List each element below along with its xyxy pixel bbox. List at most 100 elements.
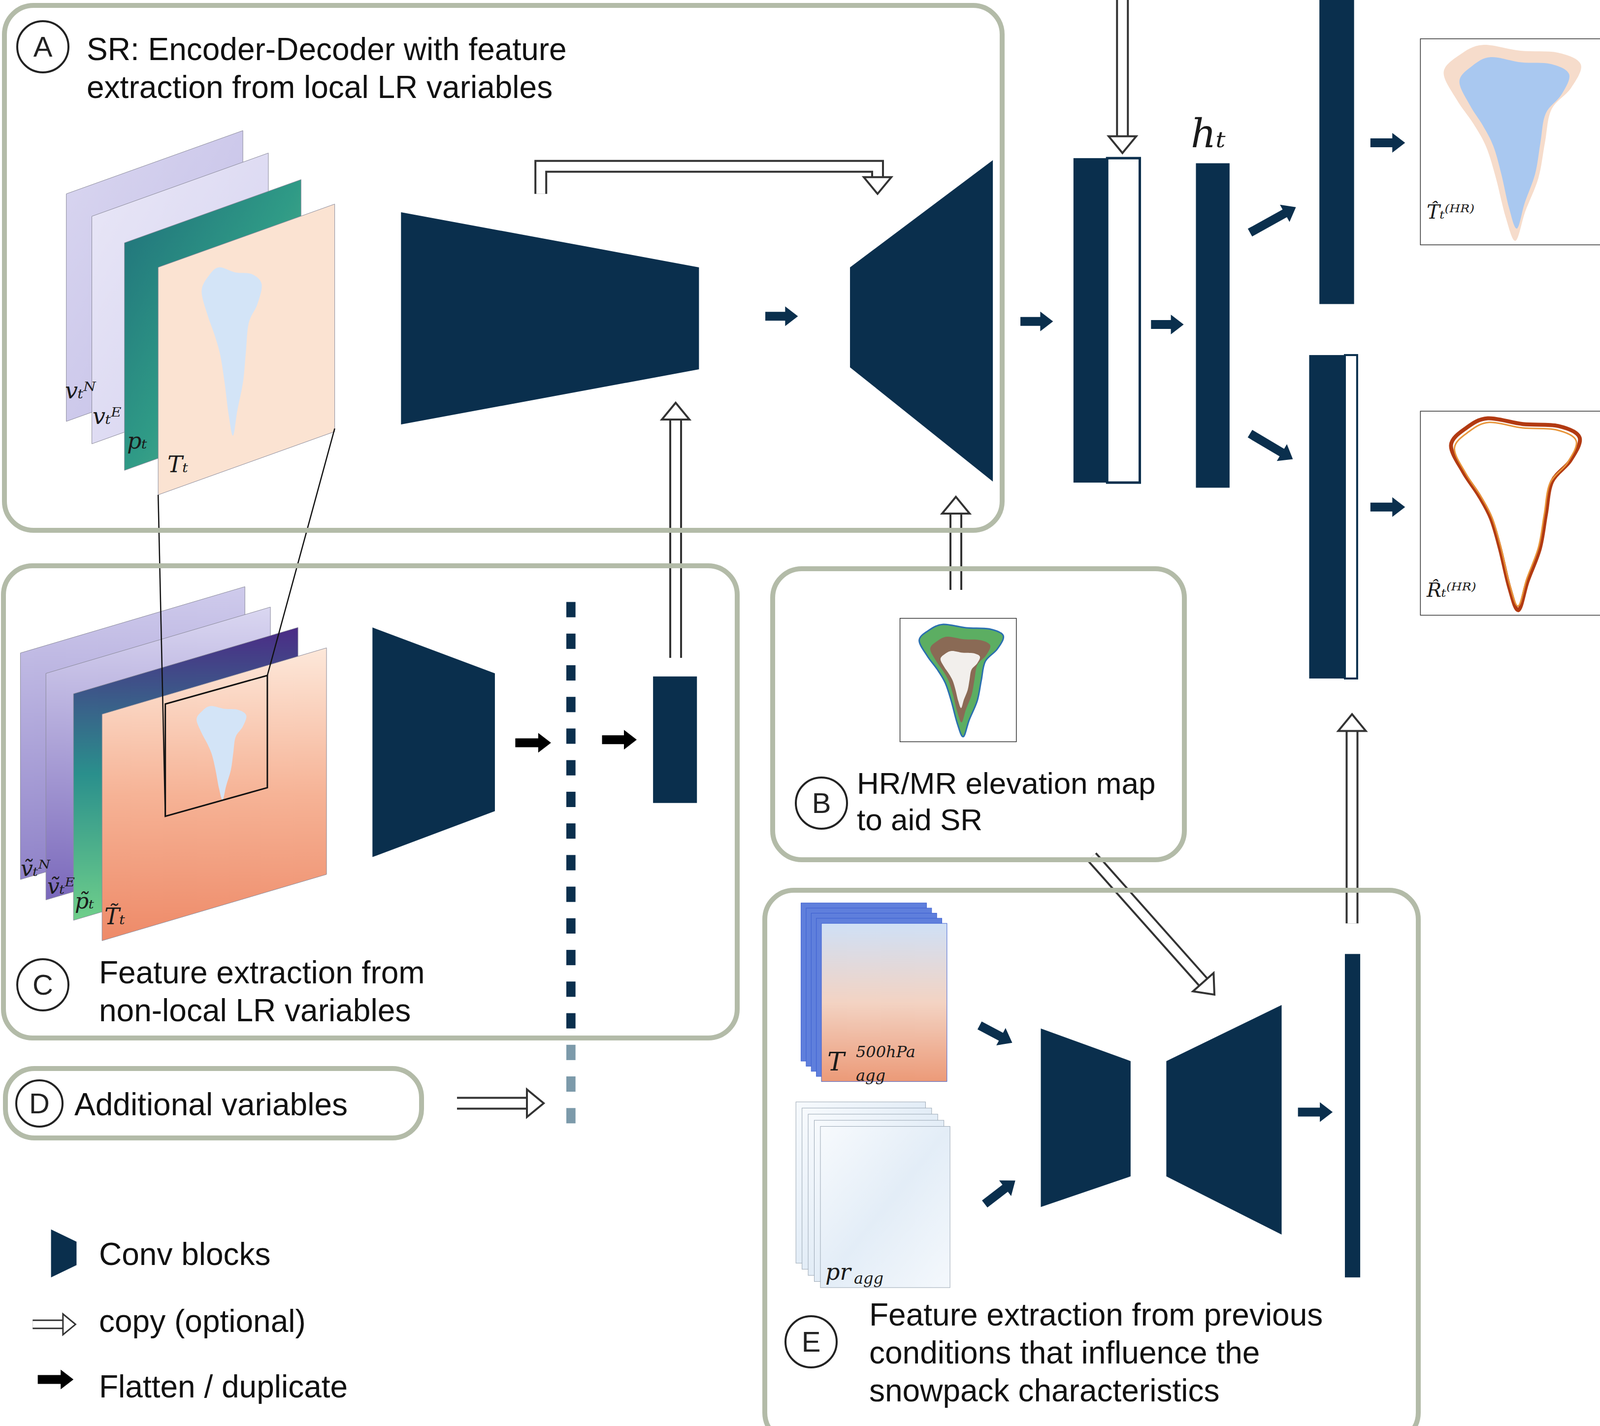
panel-heading: Feature extraction from non-local LR var… <box>98 953 493 1030</box>
elevation-map-frame <box>900 618 1017 743</box>
crop-window <box>165 675 268 817</box>
legend-text: Flatten / duplicate <box>98 1369 348 1405</box>
arrow-head <box>1108 136 1137 154</box>
variable-label: 500hPa <box>855 1044 916 1060</box>
elevation-summit <box>940 651 980 709</box>
copy-symbol <box>32 1314 76 1336</box>
greenland-shape <box>201 267 262 436</box>
flatten-arrow <box>1298 1102 1333 1123</box>
variable-label: agg <box>853 1270 884 1287</box>
variable-label: agg <box>855 1067 886 1084</box>
flatten-arrow <box>1150 314 1184 335</box>
decoder-block <box>849 160 993 482</box>
feature-dot <box>566 760 576 776</box>
arrow-head <box>942 496 970 514</box>
zoom-line <box>158 494 166 817</box>
panel: Feature extraction from previous conditi… <box>762 887 1421 1426</box>
variable-label: pr <box>825 1260 851 1284</box>
panel: Feature extraction from non-local LR var… <box>0 563 740 1041</box>
runoff-head <box>1308 355 1345 679</box>
feature-dot <box>566 602 576 618</box>
panel: Additional variablesD <box>2 1066 425 1141</box>
feature-dot <box>566 1013 576 1029</box>
feature-dot <box>566 949 576 966</box>
feature-dot <box>566 886 576 903</box>
arrow-shaft-fill <box>951 513 961 590</box>
duplicate-arrow <box>1247 204 1297 237</box>
arrow-head <box>661 402 690 420</box>
variable-label: T̂ₜ⁽ᴴᴿ⁾ <box>1426 201 1475 222</box>
variable-label: p̃ₜ <box>74 890 95 913</box>
panel-letter: C <box>16 958 70 1012</box>
output-arrow <box>1370 132 1405 153</box>
panel-letter-text: A <box>33 32 53 62</box>
elevation-coast <box>919 624 1004 737</box>
feature-dot <box>566 1044 576 1061</box>
runoff-head-copy <box>1344 355 1358 679</box>
temperature-stack <box>821 923 947 1082</box>
arrow-shaft-fill <box>540 166 878 195</box>
encoder-block <box>400 212 699 425</box>
input-arrow <box>981 1180 1016 1208</box>
duplicate-arrow <box>602 729 637 750</box>
temperature-map <box>158 203 335 495</box>
arrow-shaft-fill <box>1091 856 1204 983</box>
variable-label: R̂ₜ⁽ᴴᴿ⁾ <box>1426 580 1477 600</box>
arrow-shaft-outline <box>1091 856 1204 983</box>
arrow-shaft-outline <box>669 419 683 658</box>
output-frame <box>1420 38 1600 246</box>
feature-vector <box>653 676 697 804</box>
panel-heading: SR: Encoder-Decoder with feature extract… <box>86 30 654 107</box>
variable-label: T <box>827 1048 845 1075</box>
flatten-arrow <box>765 306 798 327</box>
feature-dot <box>566 823 576 839</box>
panel-heading: Feature extraction from previous conditi… <box>869 1296 1406 1410</box>
variable-label: pₜ <box>127 429 148 453</box>
copy-connector <box>457 1089 544 1118</box>
arrow-head <box>526 1089 544 1118</box>
copy-connector <box>1091 856 1215 995</box>
elevation-slope <box>930 636 991 723</box>
variable-label: vₜᴺ <box>65 379 97 402</box>
arrow-shaft-fill <box>457 1099 527 1109</box>
flatten-symbol <box>37 1369 74 1390</box>
decoder-block <box>1166 1005 1282 1235</box>
concat-bar-copy <box>1107 158 1140 483</box>
variable-label: vₜᴱ <box>92 404 122 428</box>
feature-dot <box>566 918 576 934</box>
panel-letter-text: C <box>32 970 54 1000</box>
temperature-head <box>1319 0 1354 304</box>
variable-label: hₜ <box>1190 114 1226 154</box>
feature-dot <box>566 981 576 997</box>
feature-dot <box>566 791 576 808</box>
panel-letter-text: E <box>801 1327 821 1357</box>
feature-dot <box>566 1108 576 1124</box>
panel-letter-text: B <box>812 788 832 818</box>
feature-dot <box>566 633 576 650</box>
concat-bar <box>1073 158 1108 483</box>
skip-connection <box>540 166 892 195</box>
feature-dot <box>566 728 576 744</box>
copy-connector <box>942 496 970 590</box>
encoder-block <box>372 627 495 857</box>
panel: HR/MR elevation map to aid SRB <box>770 566 1187 863</box>
legend-text: copy (optional) <box>98 1304 306 1339</box>
variable-label: ṽₜᴱ <box>47 875 75 898</box>
greenland-shape <box>196 706 247 801</box>
arrow-shaft-fill <box>671 419 681 658</box>
feature-dot <box>566 854 576 871</box>
arrow-shaft-fill <box>1347 730 1357 924</box>
arrow-shaft-fill <box>1117 0 1127 137</box>
panel-letter-text: D <box>29 1089 50 1118</box>
arrow-shaft-outline <box>457 1097 527 1111</box>
copy-arrow <box>1108 0 1137 154</box>
input-arrow <box>977 1021 1013 1046</box>
temperature-map <box>101 648 327 942</box>
feature-dot <box>566 1076 576 1092</box>
hidden-state-bar <box>1195 163 1230 489</box>
duplicate-arrow <box>1247 429 1294 461</box>
runoff-output-inner <box>1454 422 1577 607</box>
